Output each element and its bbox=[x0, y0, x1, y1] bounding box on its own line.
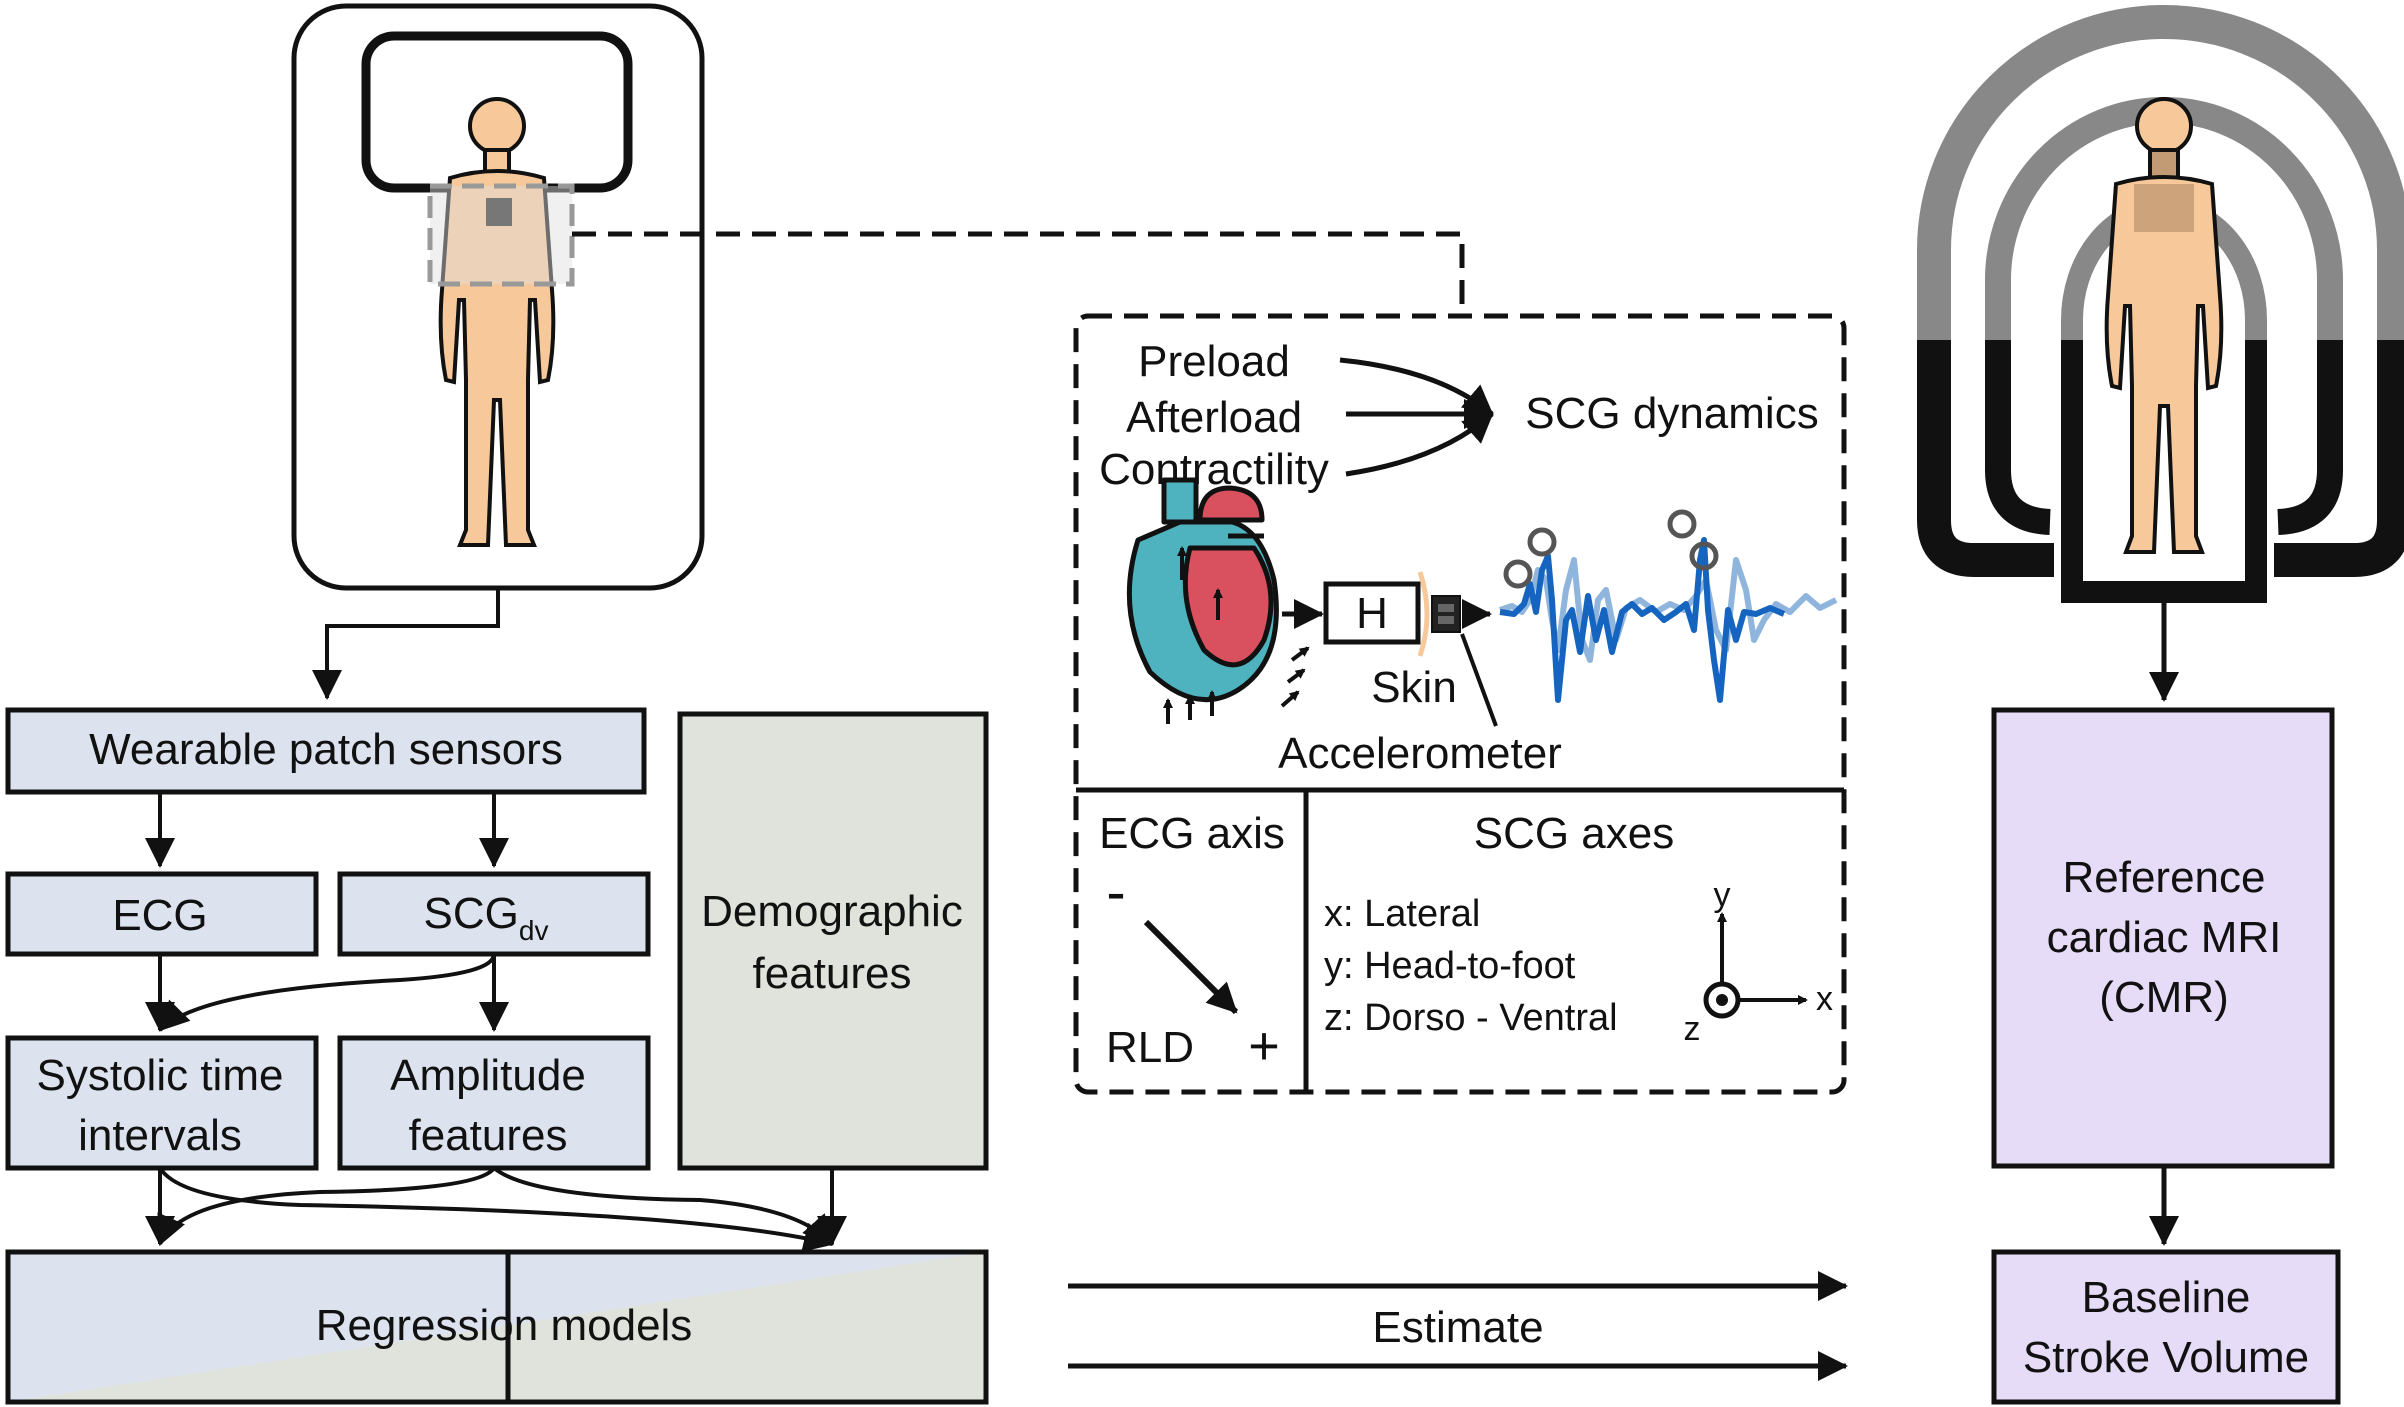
accelerometer-leader-line bbox=[1460, 633, 1498, 727]
preload-label: Preload bbox=[1138, 337, 1290, 386]
axis-triad-icon bbox=[1703, 912, 1808, 1019]
ecg-axis-title: ECG axis bbox=[1099, 809, 1285, 858]
axis-x-description: x: Lateral bbox=[1324, 893, 1480, 935]
demographic-label-line2: features bbox=[753, 949, 912, 998]
wearable-box bbox=[5, 707, 647, 795]
regression-label: Regression models bbox=[316, 1301, 693, 1350]
axis-x-letter: x bbox=[1816, 980, 1833, 1018]
regression-box bbox=[5, 1249, 989, 1405]
estimate-label: Estimate bbox=[1372, 1303, 1543, 1352]
demographic-label-line1: Demographic bbox=[701, 887, 963, 936]
axis-y-letter: y bbox=[1714, 876, 1731, 914]
scg-label-subscript: dv bbox=[519, 915, 549, 946]
person-supine-icon bbox=[438, 97, 556, 547]
scg-label: SCGdv bbox=[424, 889, 549, 946]
scg-box bbox=[337, 871, 651, 957]
afterload-label: Afterload bbox=[1126, 393, 1302, 442]
ecg-minus-sign: - bbox=[1106, 860, 1125, 925]
person-in-scanner-icon bbox=[2104, 97, 2224, 554]
rld-label: RLD bbox=[1106, 1023, 1194, 1072]
amplitude-label-line1: Amplitude bbox=[390, 1051, 586, 1100]
amplitude-label-line2: features bbox=[409, 1111, 568, 1160]
left-column-arrows bbox=[145, 792, 847, 1252]
scg-axes-title: SCG axes bbox=[1474, 809, 1675, 858]
scg-fiducial-markers bbox=[1503, 509, 1719, 589]
h-block bbox=[1323, 581, 1421, 645]
scg-waveform bbox=[1499, 537, 1838, 703]
connector-bed-to-sensors bbox=[312, 588, 500, 700]
cmr-label-line2: cardiac MRI bbox=[2047, 913, 2282, 962]
ecg-plus-sign: + bbox=[1248, 1016, 1280, 1076]
ecg-box bbox=[5, 871, 319, 957]
sv-label-line1: Baseline bbox=[2082, 1273, 2251, 1322]
cmr-label-line1: Reference bbox=[2062, 853, 2265, 902]
ecg-label: ECG bbox=[112, 891, 207, 940]
heart-motion-arrows bbox=[1163, 646, 1310, 724]
ecg-lead-arrow bbox=[1143, 919, 1239, 1015]
stroke-volume-box bbox=[1991, 1249, 2341, 1405]
axis-y-description: y: Head-to-foot bbox=[1324, 945, 1576, 987]
cmr-label-line3: (CMR) bbox=[2099, 973, 2229, 1022]
accelerometer-label: Accelerometer bbox=[1278, 729, 1562, 778]
bed-illustration bbox=[291, 3, 705, 591]
heart-icon bbox=[1126, 477, 1279, 703]
dynamics-converging-arrows bbox=[1339, 357, 1494, 477]
scg-label-base: SCG bbox=[424, 889, 519, 938]
sv-label-line2: Stroke Volume bbox=[2023, 1333, 2309, 1382]
scg-dynamics-label: SCG dynamics bbox=[1525, 389, 1818, 438]
h-block-label: H bbox=[1356, 589, 1388, 638]
systolic-label-line2: intervals bbox=[78, 1111, 242, 1160]
mri-scanner-illustration bbox=[1917, 5, 2404, 603]
accelerometer-icon bbox=[1431, 595, 1461, 633]
wearable-label: Wearable patch sensors bbox=[89, 725, 563, 774]
wearable-patch-icon bbox=[486, 198, 512, 226]
axis-z-description: z: Dorso - Ventral bbox=[1324, 997, 1618, 1039]
skin-curve bbox=[1417, 571, 1430, 657]
scg-explanation-panel bbox=[1073, 313, 1847, 1095]
axis-z-letter: z bbox=[1684, 1010, 1701, 1048]
dashed-connector-to-panel bbox=[572, 231, 1465, 316]
contractility-label: Contractility bbox=[1099, 445, 1329, 494]
systolic-label-line1: Systolic time bbox=[37, 1051, 284, 1100]
demographic-box bbox=[677, 711, 989, 1171]
systolic-box bbox=[5, 1035, 319, 1171]
skin-label: Skin bbox=[1371, 663, 1457, 712]
